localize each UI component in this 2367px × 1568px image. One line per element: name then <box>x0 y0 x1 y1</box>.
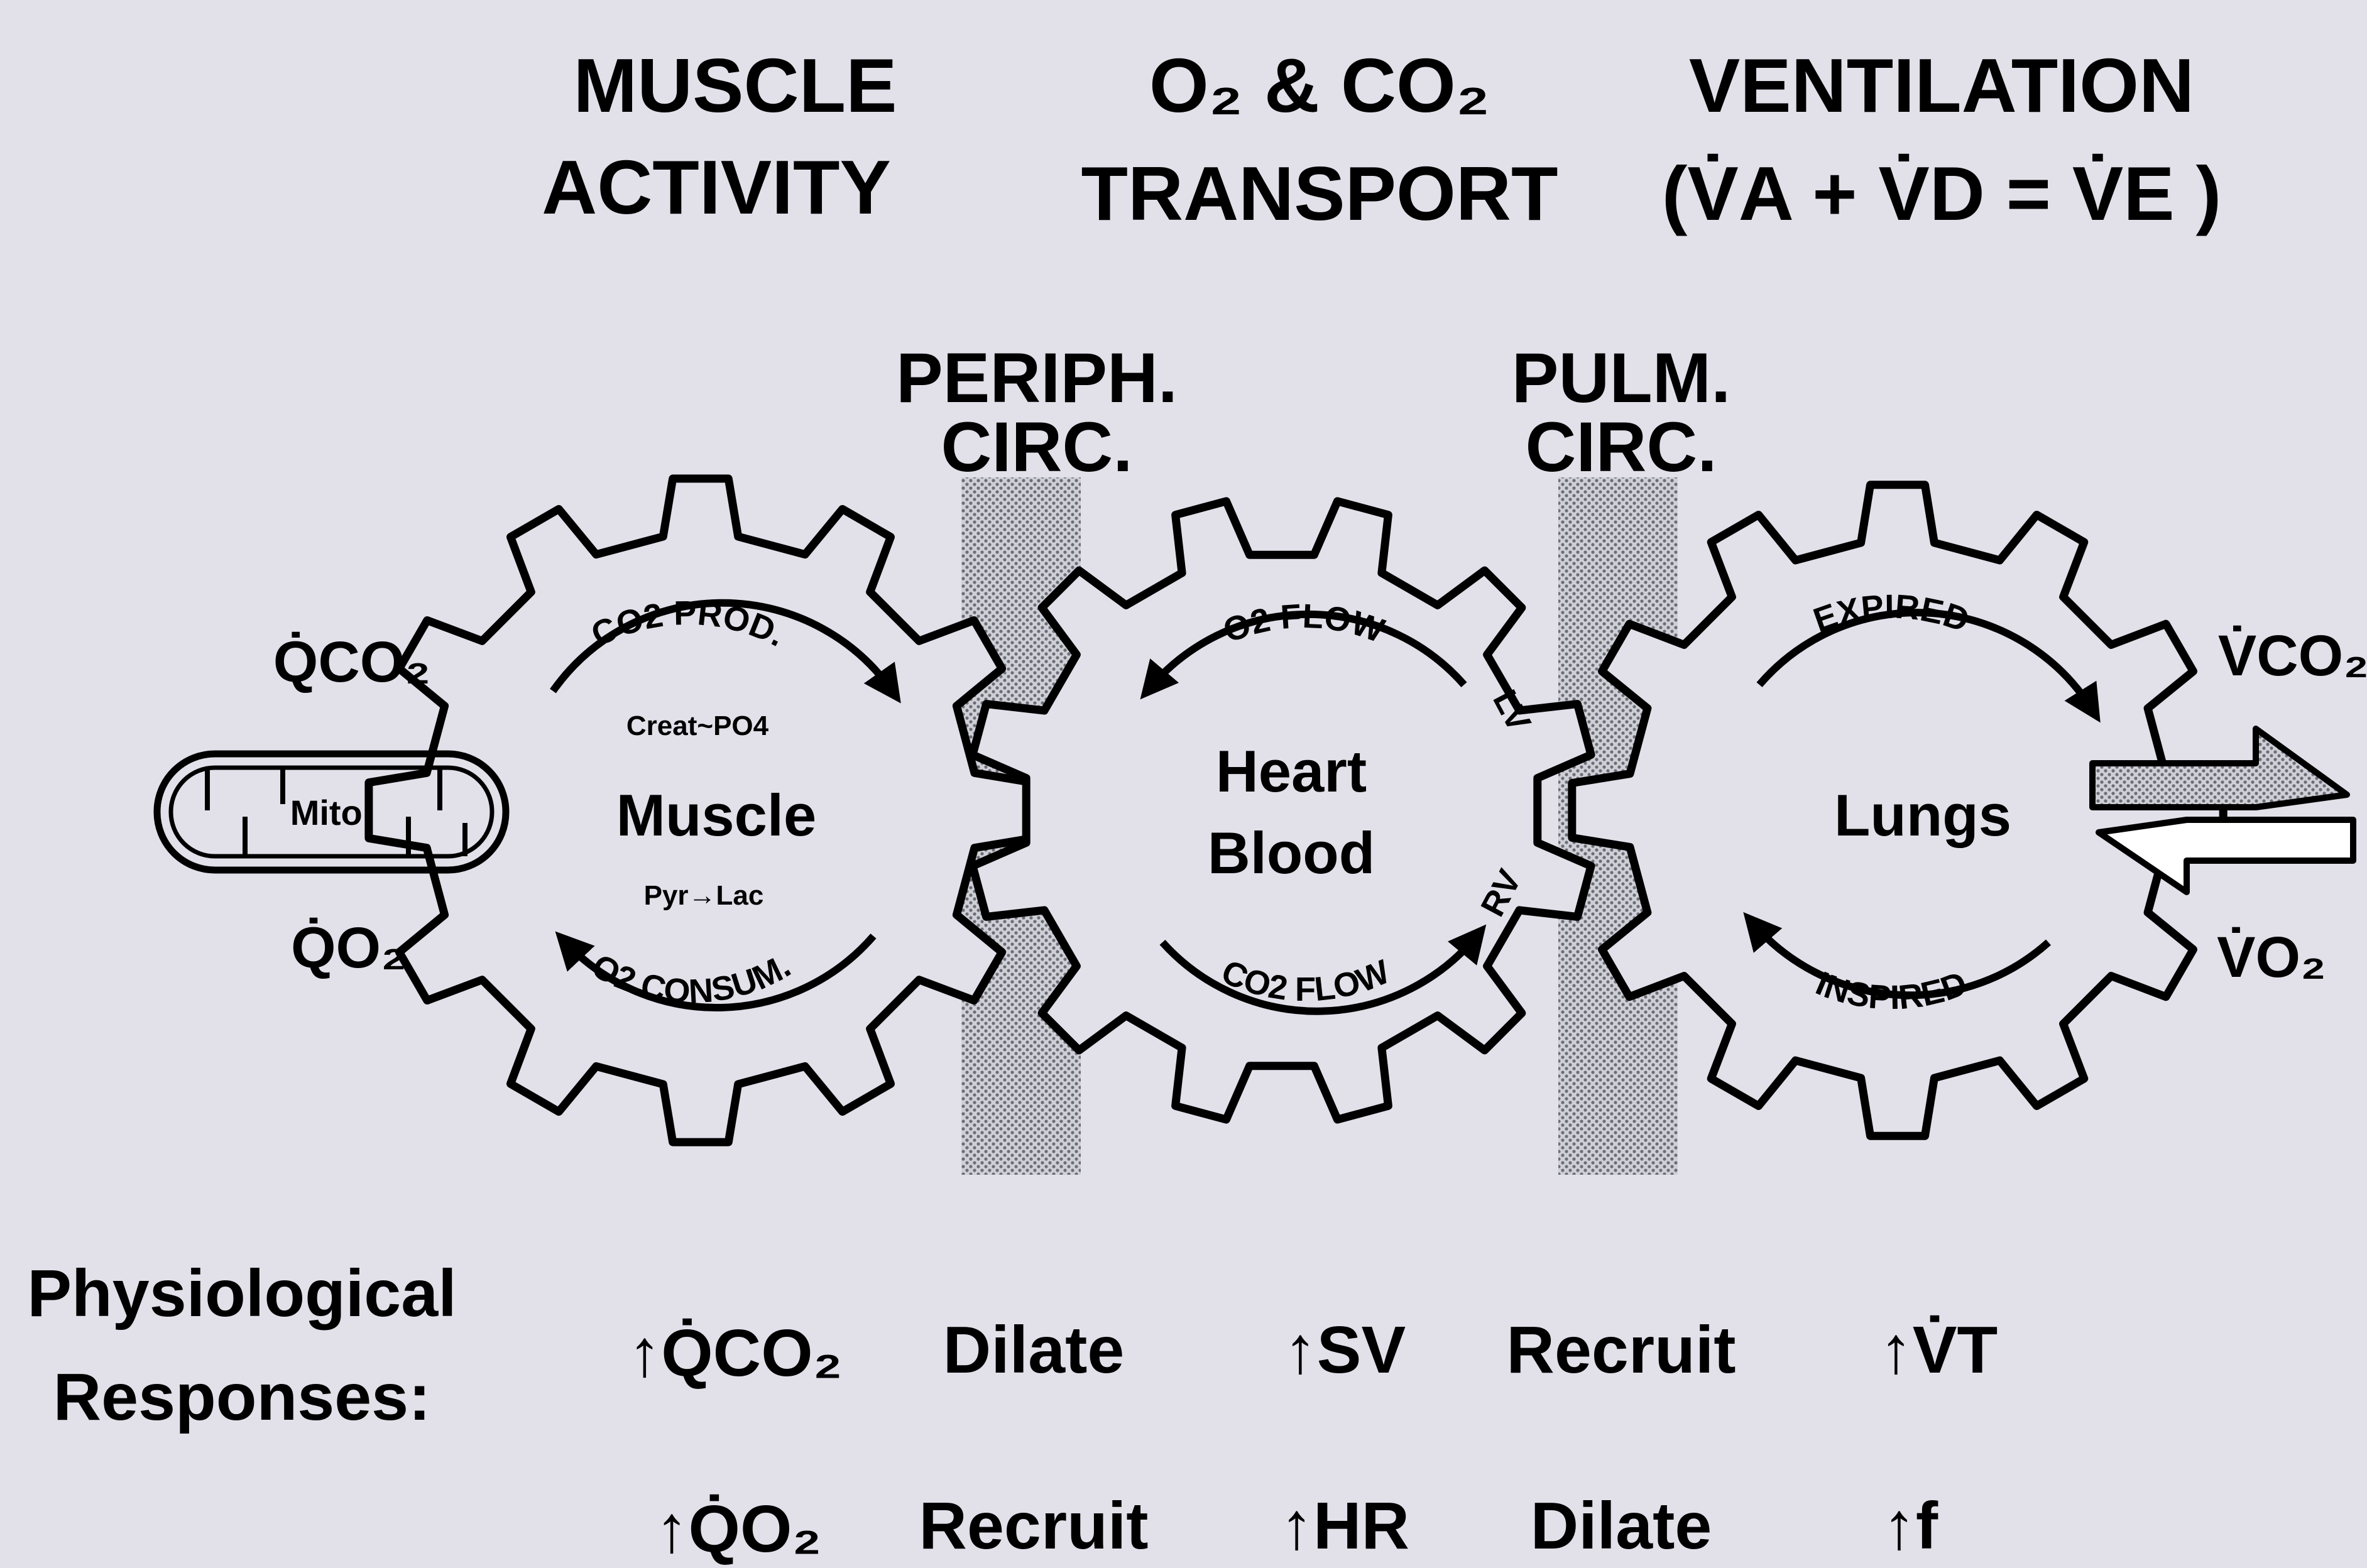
response-row1-periph: Dilate <box>943 1313 1125 1387</box>
vco2-label: V̇CO₂ <box>2218 624 2367 688</box>
response-row2-muscle: ↑Q̇O₂ <box>655 1492 822 1566</box>
svg-text:CIRC.: CIRC. <box>1526 408 1717 486</box>
response-row2-heart: ↑HR <box>1280 1489 1409 1563</box>
vo2-label: V̇O₂ <box>2217 925 2326 989</box>
header-ventilation-line1: VENTILATION <box>1689 43 2194 128</box>
header-transport-line2: TRANSPORT <box>1081 151 1558 236</box>
header-transport-line1: O₂ & CO₂ <box>1149 43 1490 128</box>
muscle-creatine-note: Creat~PO4 <box>626 710 769 741</box>
pulmonary-circulation-label: PULM. CIRC. <box>1512 339 1730 486</box>
header-muscle-line2: ACTIVITY <box>542 144 891 230</box>
header-ventilation: VENTILATION (V̇A + V̇D = V̇E ) <box>1662 43 2221 236</box>
svg-text:PERIPH.: PERIPH. <box>896 339 1178 417</box>
responses-label-line2: Responses: <box>53 1360 431 1434</box>
muscle-pyruvate-note: Pyr→Lac <box>644 880 764 911</box>
heart-gear <box>973 501 1591 1119</box>
heart-title-line2: Blood <box>1208 820 1375 886</box>
response-row1-muscle: ↑Q̇CO₂ <box>628 1316 843 1390</box>
qco2-label: Q̇CO₂ <box>273 630 430 694</box>
response-row2-pulm: Dilate <box>1531 1489 1712 1563</box>
response-row2-lungs: ↑f <box>1883 1489 1938 1563</box>
header-ventilation-line2: (V̇A + V̇D = V̇E ) <box>1662 151 2221 236</box>
heart-title-line1: Heart <box>1216 738 1367 804</box>
response-row1-lungs: ↑V̇T <box>1879 1313 1998 1387</box>
svg-text:PULM.: PULM. <box>1512 339 1730 417</box>
qo2-label: Q̇O₂ <box>291 916 407 980</box>
header-muscle-activity: MUSCLE ACTIVITY <box>542 43 897 230</box>
header-transport: O₂ & CO₂ TRANSPORT <box>1081 43 1558 236</box>
peripheral-circulation-label: PERIPH. CIRC. <box>896 339 1178 486</box>
physiological-responses: Physiological Responses: ↑Q̇CO₂ Dilate ↑… <box>27 1256 1998 1566</box>
lungs-title: Lungs <box>1834 782 2011 848</box>
muscle-title: Muscle <box>616 782 817 848</box>
response-row2-periph: Recruit <box>919 1489 1148 1563</box>
header-muscle-line1: MUSCLE <box>573 43 897 128</box>
response-row1-pulm: Recruit <box>1506 1313 1736 1387</box>
response-row1-heart: ↑SV <box>1284 1313 1406 1387</box>
responses-label-line1: Physiological <box>27 1256 456 1331</box>
svg-text:CIRC.: CIRC. <box>941 408 1133 486</box>
mito-label: Mito. <box>290 793 373 832</box>
